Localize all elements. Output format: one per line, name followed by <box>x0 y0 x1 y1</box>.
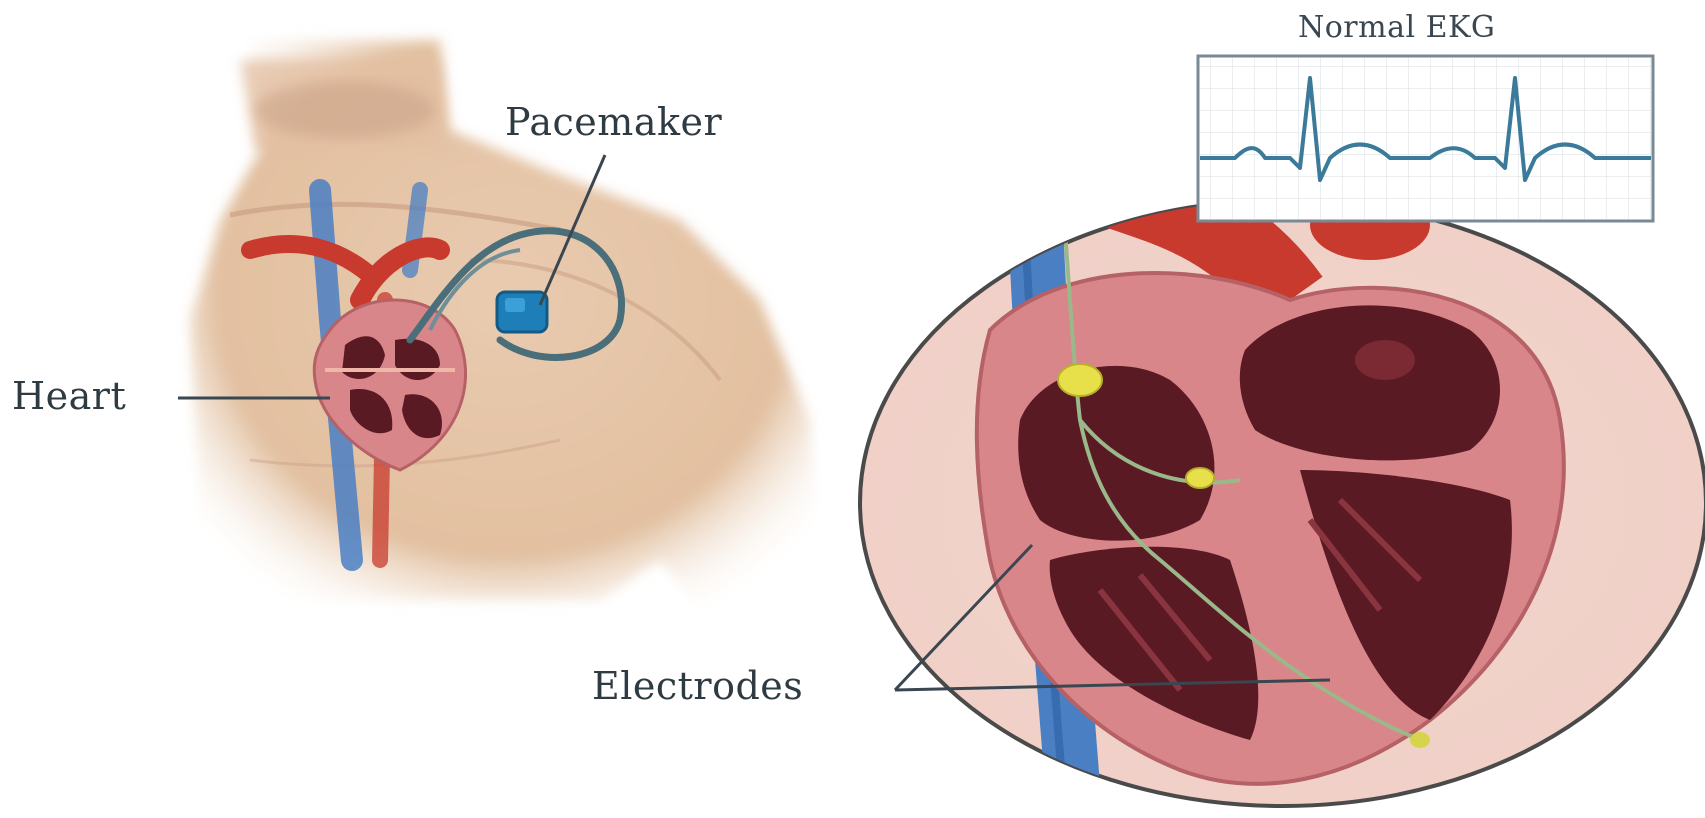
heart-cross-section <box>860 190 1705 818</box>
ekg-panel <box>1198 56 1653 221</box>
electrodes-label: Electrodes <box>592 664 803 708</box>
heart-label: Heart <box>12 374 126 418</box>
ekg-title: Normal EKG <box>1298 10 1495 45</box>
pacemaker-label: Pacemaker <box>505 100 722 144</box>
